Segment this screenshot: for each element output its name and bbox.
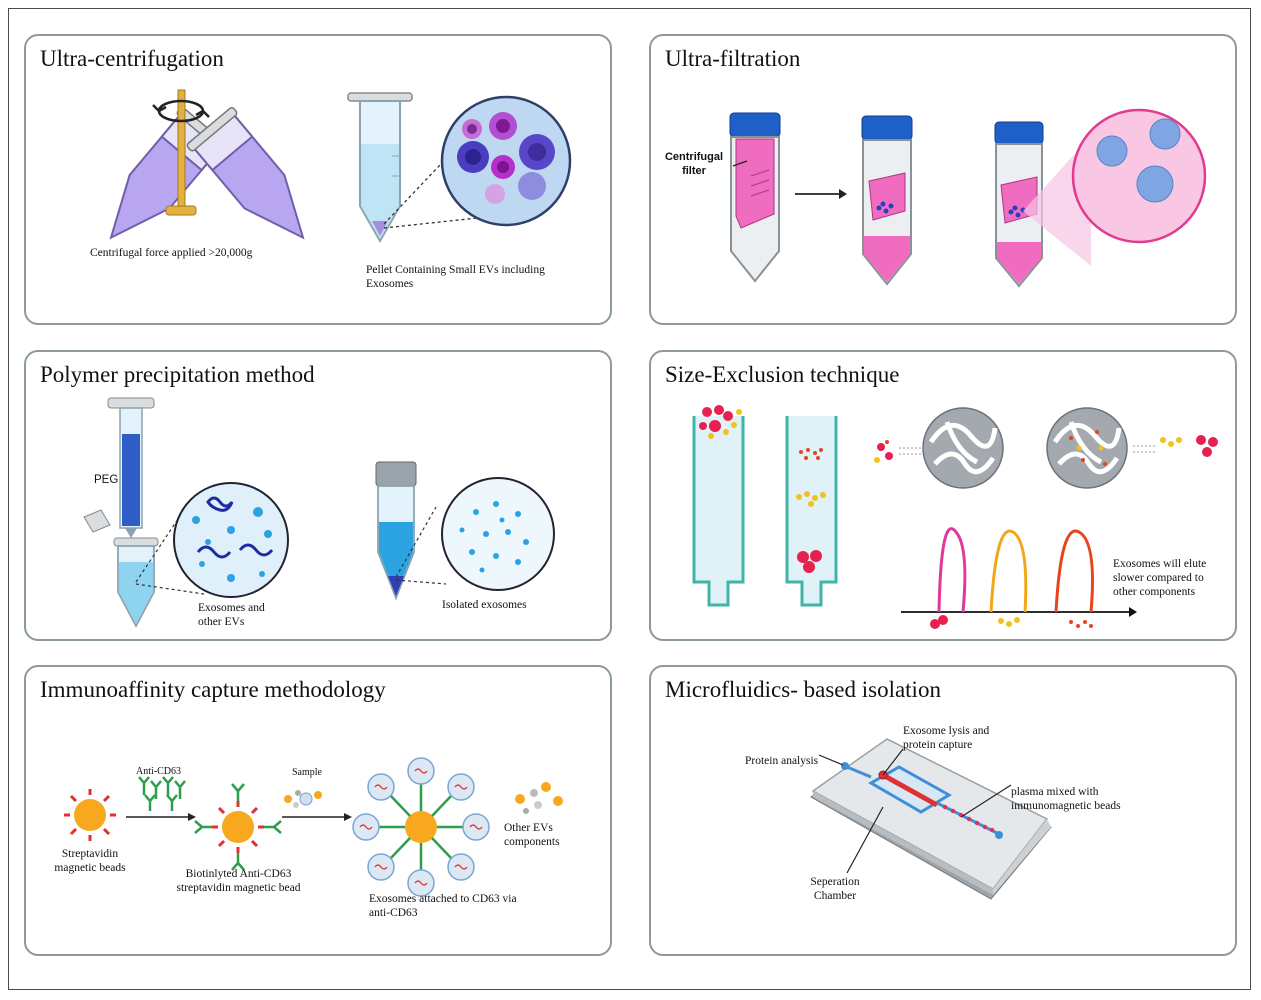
sec-column-1-icon [692,405,745,607]
panel-polymer-precipitation: Polymer precipitation method [24,350,612,641]
biotinylated-bead-icon [194,783,282,871]
rotor-stand-icon [152,89,210,216]
isolated-tube-icon [375,461,417,601]
panel-size-exclusion: Size-Exclusion technique [649,350,1237,641]
sample-label: Sample [292,767,322,778]
centrifugal-filter-label: Centrifugal filter [664,151,724,177]
anti-cd63-antibodies-icon [138,776,186,811]
plasma-label: plasma mixed with immunomagnetic beads [1011,786,1121,812]
exosome-zoom-circle-icon [1071,108,1207,244]
size-exclusion-illustration [692,405,1218,629]
microfluidic-chip-icon [810,738,1052,900]
anti-cd63-label: Anti-CD63 [136,766,181,777]
panel-title: Polymer precipitation method [40,362,315,387]
panel-title: Ultra-centrifugation [40,46,224,71]
sec-column-2-icon [785,416,838,607]
elute-label: Exosomes will elute slower compared to o… [1113,558,1207,598]
streptavidin-label: Streptavidin magnetic beads [54,848,126,874]
polymer-precipitation-illustration [83,397,555,628]
microfluidics-illustration [810,738,1052,900]
pellet-tube-icon [347,92,413,244]
lysis-label: Exosome lysis and protein capture [903,725,990,751]
centrifugal-filter-tube-icon [729,112,781,283]
evs-zoom-circle-icon [173,482,289,598]
peg-label: PEG [94,474,119,486]
isolated-exosomes-zoom-circle-icon [441,477,555,591]
porous-bead-2-icon [1046,407,1128,489]
panel-title: Microfluidics- based isolation [665,677,941,702]
ultracentrifuge-illustration [109,89,572,244]
panel-microfluidics: Microfluidics- based isolation [649,665,1237,956]
elution-profile-icon [901,527,1137,629]
porous-bead-1-icon [922,407,1004,489]
panel-ultrafiltration: Ultra-filtration [649,34,1237,325]
captured-exosomes-complex-icon [352,757,490,897]
ev-zoom-circle-icon [440,95,572,227]
pellet-label: Pellet Containing Small EVs including Ex… [366,264,545,290]
other-evs-label: Other EVs components [504,822,560,848]
ultrafiltration-illustration [729,108,1207,288]
separation-label: Seperation Chamber [810,876,860,902]
attached-label: Exosomes attached to CD63 via anti-CD63 [369,893,517,919]
right-tube-icon [186,106,305,240]
peg-column-icon [107,397,155,538]
immunoaffinity-illustration [64,757,563,897]
panel-title: Immunoaffinity capture methodology [40,677,386,702]
figure-frame [8,8,1251,990]
panel-immunoaffinity: Immunoaffinity capture methodology [24,665,612,956]
sample-mixture-icon [284,790,322,808]
centrifugal-force-label: Centrifugal force applied >20,000g [90,247,253,259]
concentrated-tube-icon [994,121,1044,288]
exosomes-other-evs-label: Exosomes and other EVs [198,602,265,628]
other-evs-icon [515,782,563,814]
filtered-tube-icon [861,115,913,286]
biotinylated-label: Biotinlyted Anti-CD63 streptavidin magne… [176,868,301,894]
isolated-exosomes-label: Isolated exosomes [442,599,527,611]
panel-ultracentrifugation: Ultra-centrifugation [24,34,612,325]
protein-analysis-label: Protein analysis [745,755,819,767]
streptavidin-bead-icon [64,789,116,841]
sample-tube-icon [83,509,159,628]
panel-title: Size-Exclusion technique [665,362,900,387]
panel-title: Ultra-filtration [665,46,801,71]
